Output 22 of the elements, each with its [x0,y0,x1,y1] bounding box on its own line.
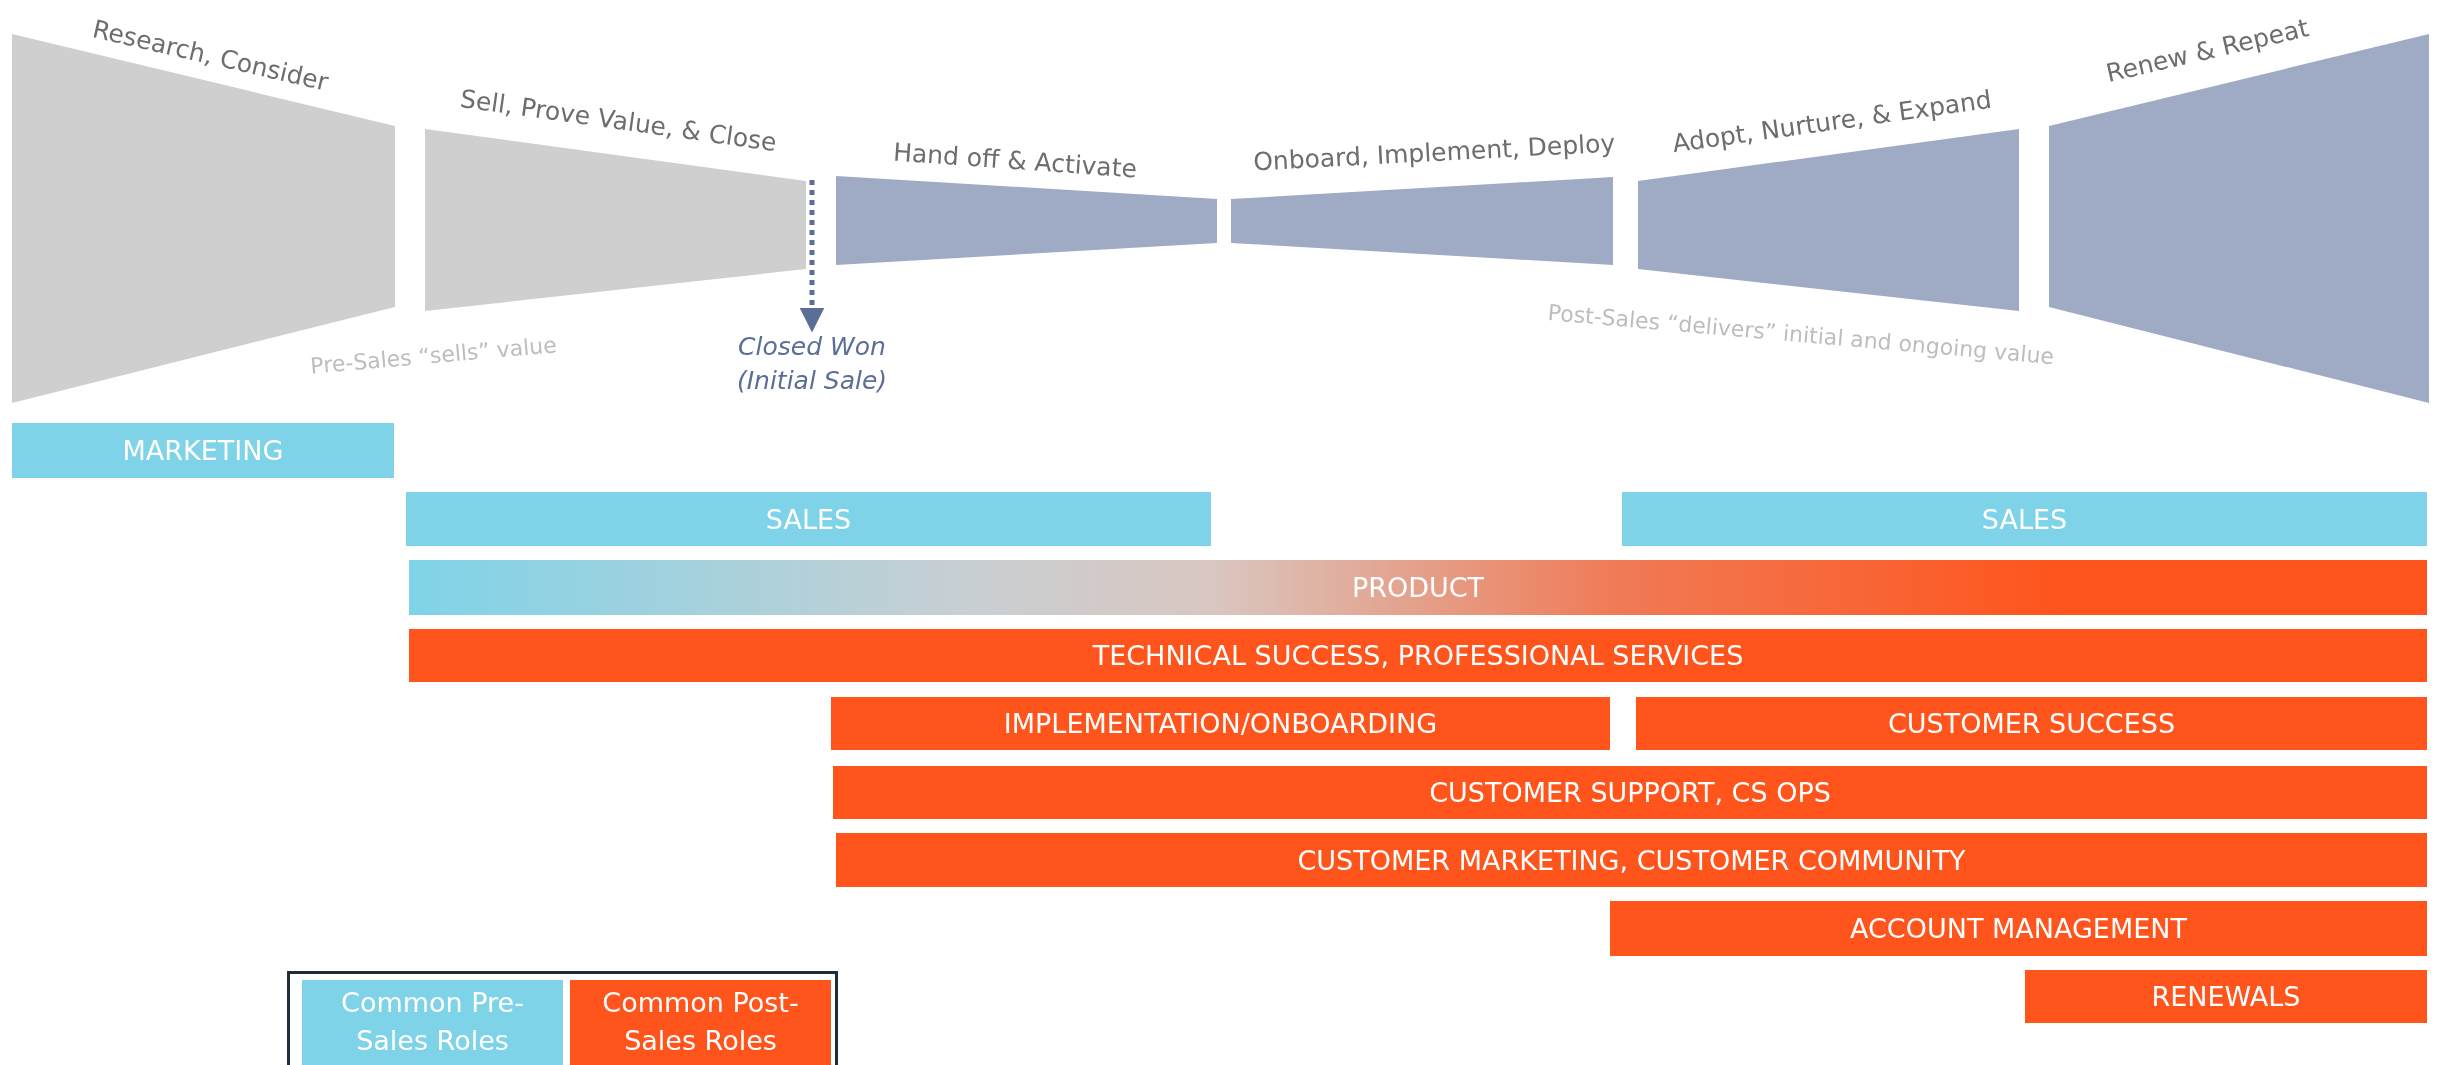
legend-label: Common Pre-Sales Roles [340,986,525,1058]
dotted-arrow [799,179,825,333]
stage-label: Hand off & Activate [892,137,1138,183]
role-bar: CUSTOMER SUCCESS [1636,697,2427,750]
stage-label: Onboard, Implement, Deploy [1252,128,1616,176]
role-bar: MARKETING [12,423,394,478]
role-bar: CUSTOMER SUPPORT, CS OPS [833,766,2427,819]
role-bar: CUSTOMER MARKETING, CUSTOMER COMMUNITY [836,833,2427,887]
stage-label: Renew & Repeat [2102,12,2311,88]
legend-label: Common Post-Sales Roles [601,986,800,1058]
role-bar: SALES [406,492,1211,546]
milestone-label: Closed Won (Initial Sale) [717,330,907,398]
role-bar: PRODUCT [409,560,2427,615]
role-bar: IMPLEMENTATION/ONBOARDING [831,697,1610,750]
role-bar: ACCOUNT MANAGEMENT [1610,901,2427,956]
phase-note: Post-Sales “delivers” initial and ongoing value [1546,299,2056,369]
role-bar: RENEWALS [2025,970,2427,1023]
stage-label: Adopt, Nurture, & Expand [1670,84,1994,158]
stage-label: Sell, Prove Value, & Close [458,83,778,157]
role-bar: TECHNICAL SUCCESS, PROFESSIONAL SERVICES [409,629,2427,682]
phase-note: Pre-Sales “sells” value [308,331,558,379]
role-bar: SALES [1622,492,2427,546]
